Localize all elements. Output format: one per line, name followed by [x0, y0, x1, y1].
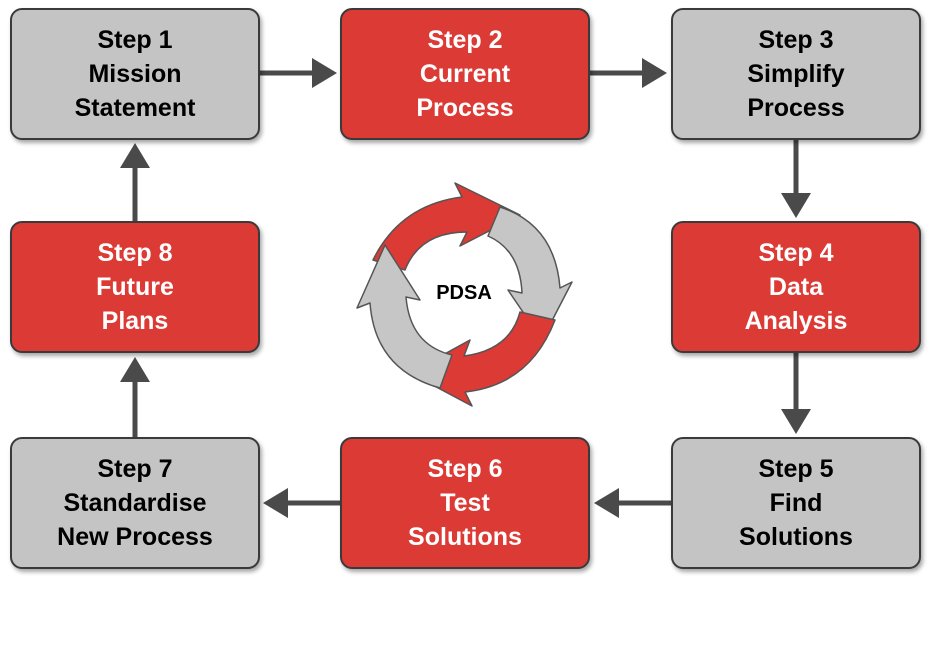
step-4-title: Step 4: [758, 239, 834, 267]
step-6-line-3: Solutions: [408, 523, 522, 551]
step-2-line-2: Current: [419, 60, 511, 88]
step-6-line-2: Test: [440, 489, 490, 517]
cycle-arrow-bottom: [409, 311, 556, 407]
step-5-line-2: Find: [769, 489, 823, 517]
step-5-title: Step 5: [758, 455, 834, 483]
step-7-line-2: Standardise: [63, 489, 207, 517]
step-2-line-3: Process: [416, 94, 514, 122]
pdsa-label: PDSA: [436, 282, 492, 304]
step-1-line-2: Mission: [88, 60, 182, 88]
step-5-box: Step 5 Find Solutions: [671, 437, 921, 569]
step-1-line-3: Statement: [74, 94, 196, 122]
step-3-line-3: Process: [747, 94, 845, 122]
step-8-box: Step 8 Future Plans: [10, 221, 260, 353]
cycle-arrow-left: [356, 244, 453, 389]
step-2-box: Step 2 Current Process: [340, 8, 590, 140]
step-6-box: Step 6 Test Solutions: [340, 437, 590, 569]
step-7-box: Step 7 Standardise New Process: [10, 437, 260, 569]
step-3-box: Step 3 Simplify Process: [671, 8, 921, 140]
step-6-title: Step 6: [427, 455, 503, 483]
step-8-title: Step 8: [97, 239, 173, 267]
step-4-line-2: Data: [768, 273, 824, 301]
step-1-title: Step 1: [97, 26, 173, 54]
step-4-line-3: Analysis: [744, 307, 848, 335]
cycle-arrow-right: [487, 206, 573, 341]
step-2-title: Step 2: [427, 26, 503, 54]
step-1-box: Step 1 Mission Statement: [10, 8, 260, 140]
step-3-title: Step 3: [758, 26, 834, 54]
step-7-title: Step 7: [97, 455, 173, 483]
step-8-line-2: Future: [96, 273, 174, 301]
step-3-line-2: Simplify: [747, 60, 845, 88]
step-8-line-3: Plans: [101, 307, 169, 335]
step-5-line-3: Solutions: [739, 523, 853, 551]
step-7-line-3: New Process: [57, 523, 213, 551]
step-4-box: Step 4 Data Analysis: [671, 221, 921, 353]
cycle-arrow-top: [372, 182, 521, 271]
